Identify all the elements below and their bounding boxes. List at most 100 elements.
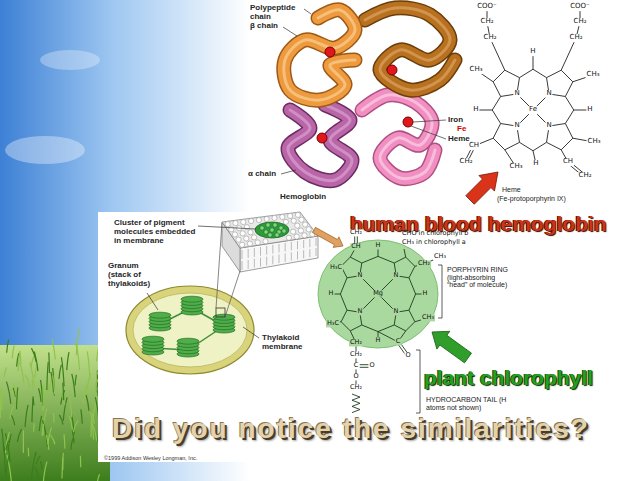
part-label: α chain xyxy=(248,170,276,179)
chloroplast-figure-part xyxy=(225,271,240,317)
label-anchor: Heme xyxy=(448,135,470,144)
lipid-heads-part xyxy=(256,217,261,222)
grass-blades-part xyxy=(48,427,52,444)
grass-blades-part xyxy=(10,405,14,419)
label-anchor: HYDROCARBON TAIL (H atoms not shown) xyxy=(426,396,510,411)
lipid-heads-part xyxy=(294,234,299,239)
atom-label: C xyxy=(395,338,402,345)
bracket-part xyxy=(416,350,420,413)
label-anchor: CH₃ in chlorophyll a xyxy=(402,239,466,246)
atom-label: CH₂ xyxy=(349,351,363,358)
lipid-tails-part xyxy=(303,240,304,248)
atom-label: CH xyxy=(350,243,361,250)
grass-blades-part xyxy=(47,362,48,390)
note-text: HYDROCARBON TAIL (H atoms not shown) xyxy=(426,396,510,411)
bond-line xyxy=(362,256,378,263)
lipid-tails-part xyxy=(309,239,310,247)
bond-line xyxy=(409,294,416,310)
hydrocarbon-tail xyxy=(352,394,360,413)
grass-blades-part xyxy=(28,448,30,457)
leader-lines-part xyxy=(411,126,446,139)
grana-stacks-part xyxy=(181,296,203,302)
bond-line xyxy=(362,325,378,332)
atom-label: CH₃ xyxy=(433,253,447,260)
part-label: Thylakoid membrane xyxy=(262,334,314,352)
bond-line xyxy=(492,110,500,124)
grass-blades-part xyxy=(53,413,55,423)
polypeptide-chain-part xyxy=(362,95,435,179)
bond-line xyxy=(490,38,505,70)
lipid-tails-part xyxy=(285,243,286,251)
grass-blades-part xyxy=(53,375,55,394)
atom-label: O xyxy=(352,373,359,380)
label-anchor: Thylakoid membrane xyxy=(262,334,314,352)
chloroplast-figure xyxy=(126,223,254,374)
element-symbol: Fe xyxy=(457,125,466,134)
lipid-tails-part xyxy=(248,249,249,258)
grass-blades-part xyxy=(91,413,94,424)
pigment-cluster-part xyxy=(273,223,277,227)
label-anchor: PORPHYRIN RING (light-absorbing “head” o… xyxy=(447,266,513,289)
title-anchor: Did you notice the similarities? xyxy=(112,414,590,445)
leader-lines-part xyxy=(243,327,259,338)
grass-blades-part xyxy=(69,395,71,418)
lipid-heads-part xyxy=(225,221,230,226)
lipid-heads-part xyxy=(288,213,293,218)
lipid-heads-part xyxy=(241,219,246,224)
grass-blades-part xyxy=(6,439,10,451)
grass-blades-part xyxy=(71,438,73,450)
lipid-heads-part xyxy=(244,236,249,241)
atom-label: CH xyxy=(468,142,480,150)
atom-label: CH₃ xyxy=(587,138,602,146)
leader-lines-part xyxy=(198,226,256,229)
label-anchor: Polypeptide chain xyxy=(250,4,302,22)
lipid-heads-part xyxy=(236,237,241,242)
lipid-tails-part xyxy=(248,260,249,269)
grass-blades xyxy=(0,328,103,481)
atom-label: COO⁻ xyxy=(569,3,591,11)
bracket xyxy=(416,265,442,413)
grass-blades-part xyxy=(61,392,65,405)
label-anchor: (Fe-protoporphyrin IX) xyxy=(497,195,566,203)
heme-group xyxy=(387,65,397,75)
chloroplast-figure-part xyxy=(133,293,247,367)
leader-lines-part xyxy=(281,170,296,174)
lipid-heads-part xyxy=(283,219,288,224)
bond-line xyxy=(340,294,347,310)
grana-stacks-part xyxy=(177,338,199,344)
grass-blades-part xyxy=(25,405,28,427)
polypeptide-chain-part xyxy=(288,105,352,181)
thylakoid-membrane-patch xyxy=(222,212,318,272)
polypeptide-chain-part xyxy=(288,105,352,181)
atom-label: H xyxy=(586,106,593,114)
grass-blades-part xyxy=(90,420,91,437)
atom-label: Mg xyxy=(372,290,384,297)
grass-blades-part xyxy=(0,390,1,418)
atom-note: CH₃ in chlorophyll a xyxy=(402,239,466,246)
lipid-heads-part xyxy=(248,230,253,235)
lipid-heads-part xyxy=(232,232,237,237)
pigment-cluster-part xyxy=(270,228,274,232)
label-anchor: plant chlorophyll xyxy=(424,366,593,389)
grass-blades-part xyxy=(67,352,69,370)
atom-label: CH₃ xyxy=(586,71,601,79)
grass-blades-part xyxy=(42,424,44,436)
atom-label: CH₂ xyxy=(480,18,495,26)
grass-blades-part xyxy=(36,456,41,465)
label-anchor: Heme xyxy=(502,186,521,194)
heme-group xyxy=(325,47,335,57)
bond-line xyxy=(565,96,573,110)
lipid-heads-part xyxy=(255,240,260,245)
grass-blades-part xyxy=(2,429,4,452)
grana-stacks xyxy=(142,296,235,357)
lipid-tails-part xyxy=(303,250,304,258)
label-anchor: ©1999 Addison Wesley Longman, Inc. xyxy=(104,455,197,461)
lipid-heads-part xyxy=(302,233,307,238)
lipid-tails-part xyxy=(279,255,280,264)
lipid-heads-part xyxy=(299,217,304,222)
grass-blades-part xyxy=(80,456,82,468)
atom-label: CH₂ xyxy=(459,158,474,166)
atom-label: N xyxy=(513,122,520,130)
grass-blades-part xyxy=(41,380,43,406)
